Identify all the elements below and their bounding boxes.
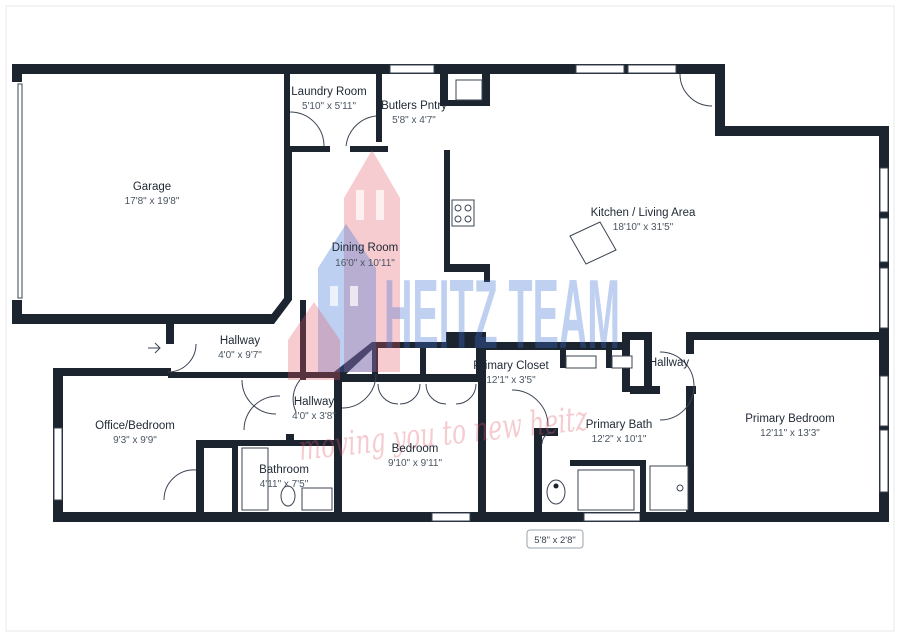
room-name-primary-bedroom: Primary Bedroom (745, 413, 834, 425)
vanity-sink-icon (565, 355, 597, 369)
room-name-primary-closet: Primary Closet (473, 360, 549, 372)
room-name-garage: Garage (133, 181, 171, 193)
room-name-bathroom: Bathroom (259, 464, 309, 476)
cooktop-icon (451, 199, 475, 227)
room-labels: Garage 17'8" x 19'8" Laundry Room 5'10" … (95, 86, 835, 490)
watermark-brand: HEITZ TEAM (384, 259, 620, 369)
room-dims-primary-closet: 12'1" x 3'5" (486, 375, 536, 386)
pantry-shelf (455, 79, 483, 101)
shower-icon (241, 447, 269, 511)
bathtub-icon (577, 469, 635, 511)
fixtures (241, 79, 689, 511)
dimension-tag-box (526, 529, 584, 549)
vanity-icon (301, 487, 333, 511)
room-name-hallway-3: Hallway (649, 357, 690, 369)
interior-walls (168, 72, 886, 522)
doors (148, 73, 713, 501)
toilet-icon (280, 485, 296, 507)
room-name-dining: Dining Room (332, 242, 398, 254)
room-dims-garage: 17'8" x 19'8" (125, 196, 180, 207)
room-name-hallway-2: Hallway (294, 396, 335, 408)
dimension-tag-label: 5'8" x 2'8" (534, 535, 576, 546)
room-name-bedroom: Bedroom (392, 443, 439, 455)
room-dims-dining: 16'0" x 10'11" (335, 258, 395, 269)
room-dims-bathroom: 4'11" x 7'5" (260, 479, 309, 490)
windows (17, 64, 889, 522)
kitchen-island (569, 221, 617, 265)
room-dims-bedroom: 9'10" x 9'11" (388, 458, 443, 469)
room-name-primary-bath: Primary Bath (586, 419, 652, 431)
room-name-laundry: Laundry Room (291, 86, 366, 98)
room-name-hallway-1: Hallway (220, 335, 261, 347)
room-dims-kitchen: 18'10" x 31'5" (613, 222, 674, 233)
dimension-tag: 5'8" x 2'8" (526, 529, 584, 549)
room-dims-laundry: 5'10" x 5'11" (302, 101, 357, 112)
room-dims-hallway-2: 4'0" x 3'8" (292, 411, 336, 422)
toilet-icon-2 (546, 479, 566, 505)
room-dims-office: 9'3" x 9'9" (113, 435, 157, 446)
room-dims-primary-bedroom: 12'11" x 13'3" (760, 428, 820, 439)
room-name-kitchen: Kitchen / Living Area (591, 207, 696, 219)
room-dims-primary-bath: 12'2" x 10'1" (592, 434, 647, 445)
page-border (5, 5, 895, 632)
room-dims-hallway-1: 4'0" x 9'7" (218, 350, 262, 361)
room-name-butlers: Butlers Pntry (381, 100, 447, 112)
room-name-office: Office/Bedroom (95, 420, 175, 432)
room-dims-butlers: 5'8" x 4'7" (392, 115, 436, 126)
